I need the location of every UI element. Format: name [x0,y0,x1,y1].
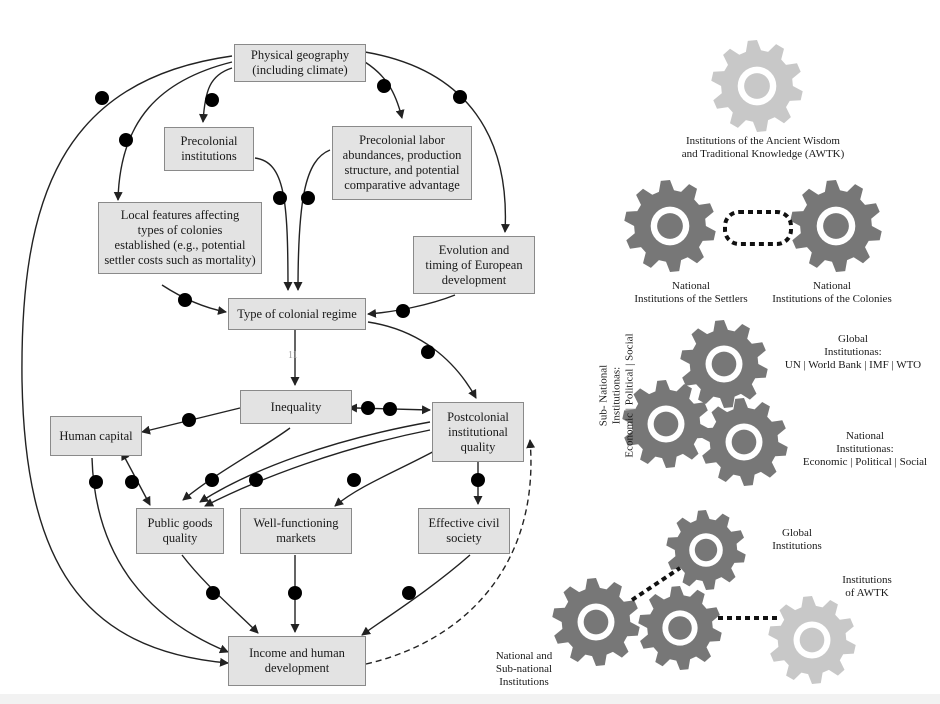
box-precolonial-institutions: Precolonial institutions [164,127,254,171]
bottom-strip [0,694,940,704]
arrow-local-features-to-regime [161,284,227,315]
connector-dot [95,91,109,105]
label-national-multi: National Institutionas: Economic | Polit… [802,430,928,468]
arrow-inequality-to-public-goods [182,427,291,501]
box-type-colonial-regime: Type of colonial regime [228,298,366,330]
gear-global-icon [666,510,746,590]
label-national-sub: National and Sub-national Institutions [495,650,553,688]
regime-marker: 11 [288,350,298,361]
connector-dot [361,401,375,415]
connector-dot [402,586,416,600]
connector-dot [471,473,485,487]
box-precolonial-labor: Precolonial labor abundances, production… [332,126,472,200]
connector-dot [347,473,361,487]
label-awtk: Institutions of the Ancient Wisdom and T… [681,135,845,160]
box-well-functioning-markets: Well-functioning markets [240,508,352,554]
arrow-labor-to-regime [293,149,331,291]
box-local-features: Local features affecting types of coloni… [98,202,262,274]
gear-national-icon [552,578,640,666]
connector-dot [453,90,467,104]
connector-dot [301,191,315,205]
connector-dot [273,191,287,205]
label-settlers: National Institutions of the Settlers [634,280,748,305]
box-human-capital: Human capital [50,416,142,456]
gear-national-multi-icon [700,398,788,486]
connector-dot [288,586,302,600]
connector-dot [178,293,192,307]
gear-sub-national-icon [622,380,710,468]
connector-dot [377,79,391,93]
gear-colonies-icon [790,180,882,272]
gear-awtk-icon [711,40,803,132]
arrow-geo-to-evolution [364,51,510,233]
arrow-geo-to-precolonial-institutions [199,67,233,123]
connector-dot [421,345,435,359]
connector-dot [249,473,263,487]
connector-dot [205,473,219,487]
label-colonies: National Institutions of the Colonies [772,280,892,305]
arrow-human-capital-to-income [91,457,229,654]
box-effective-civil-society: Effective civil society [418,508,510,554]
label-global: Global Institutions [772,527,822,552]
link-settlers-colonies [723,210,793,246]
connector-dot [119,133,133,147]
box-postcolonial-quality: Postcolonial institutional quality [432,402,524,462]
arrow-evolution-to-regime [367,294,456,318]
arrow-postcolonial-to-public-goods [199,421,431,503]
connector-dot [125,475,139,489]
arrow-postcolonial-to-public-goods-2 [204,429,431,507]
label-global-multi: Global Institutionas: UN | World Bank | … [784,333,922,371]
label-awtk-short: Institutions of AWTK [842,574,892,599]
box-physical-geography: Physical geography (including climate) [234,44,366,82]
gear-global-multi-icon [680,320,768,408]
connector-dot [396,304,410,318]
box-income-development: Income and human development [228,636,366,686]
arrow-income-feedback-dashed [365,439,536,665]
connector-dot [205,93,219,107]
box-public-goods: Public goods quality [136,508,224,554]
gear-settlers-icon [624,180,716,272]
box-inequality: Inequality [240,390,352,424]
arrow-geo-to-income-loop [21,55,233,667]
gear-awtk-2-icon [768,596,856,684]
arrow-public-goods-to-income [181,554,259,634]
connector-dot [182,413,196,427]
box-evolution-timing: Evolution and timing of European develop… [413,236,535,294]
arrow-civil-society-to-income [361,554,471,636]
connector-dot [89,475,103,489]
gear-sub-national-2-icon [638,586,722,670]
arrow-postcolonial-to-markets [334,447,441,507]
arrow-geo-to-local-features [113,61,233,201]
connector-dot [206,586,220,600]
connector-dot [383,402,397,416]
link-national-global [630,566,682,602]
label-sub-national-vertical: Sub- National Institutionas: Economic | … [597,333,636,458]
